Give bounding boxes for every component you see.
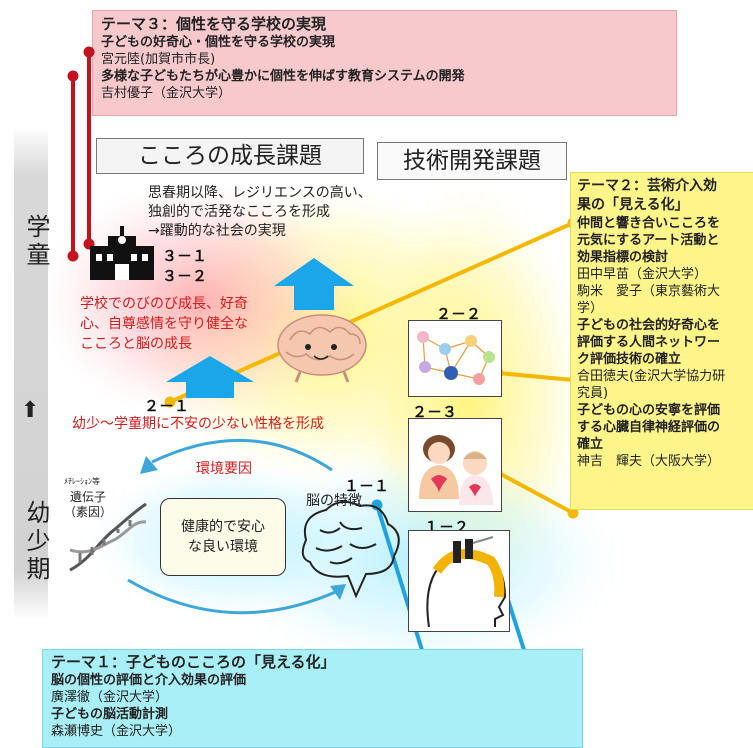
environment-label: 環境要因 [196,461,252,477]
gene-label: 遺伝子 [70,490,107,504]
sidebar-label-school-age: 学童 [22,214,50,270]
theme1-title: テーマ１：子どものこころの「見える化」 [51,653,336,671]
methylation-label: ﾒﾁﾚｰｼｮﾝ等 [64,477,100,486]
label-2-3: ２－３ [412,403,458,421]
theme3-item2-heading: 多様な子どもたちが心豊かに個性を伸ばす教育システムの開発 [101,69,465,84]
theme2-item2-heading-2: 評価する人間ネットワー [577,335,721,350]
goal-line-3: →躍動的な社会の実現 [148,223,286,239]
up-arrow-icon: ⬆ [21,398,40,423]
school-growth-text: 学校でのびのび成長、好奇 心、自尊感情を守り健全な こころと脳の成長 [80,294,248,354]
school-line-3: こころと脳の成長 [80,336,192,352]
theme2-item2-heading-1: 子どもの社会的好奇心を [577,318,721,333]
theme2-item2-person-2: 究員) [577,386,609,401]
theme3-item1-person: 宮元陸(加賀市市長) [101,52,216,67]
theme2-item3-person-1: 神吉 輝夫（大阪大学） [577,454,721,469]
brain-features-label: 脳の特徴 [306,493,362,509]
theme2-item1-person-1: 田中早苗（金沢大学） [577,267,708,282]
theme1-item1-heading: 脳の個性の評価と介入効果の評価 [51,673,247,688]
school-line-2: 心、自尊感情を守り健全な [80,316,248,332]
theme3-box: テーマ３：個性を守る学校の実現 子どもの好奇心・個性を守る学校の実現 宮元陸(加… [92,10,677,116]
theme2-item2-person-1: 合田徳夫(金沢大学協力研 [577,369,726,384]
theme2-item1-person-2: 駒米 愛子（東京藝術大 [577,284,721,299]
infancy-personality-text: 幼少～学童期に不安の少ない性格を形成 [72,416,324,432]
gene-factor-label: （素因） [64,505,113,519]
sidebar-label-infancy: 幼少期 [22,500,50,584]
environment-line-1: 健康的で安心 [181,519,265,535]
mother-child-card [408,418,502,512]
theme1-item2-person: 森瀬博史（金沢大学） [51,724,182,739]
theme2-item1-heading-3: 効果指標の検討 [577,250,669,265]
theme2-item3-heading-2: する心臓自律神経評価の [577,420,721,435]
theme1-item2-heading: 子どもの脳活動計測 [51,707,169,722]
label-2-1: ２－１ [144,397,190,415]
theme2-item1-heading-2: 元気にするアート活動と [577,233,720,248]
goal-text: 思春期以降、レジリエンスの高い、 独創的で活発なこころを形成 →躍動的な社会の実… [148,184,372,241]
theme2-title-line1: テーマ２：芸術介入効 [577,178,717,194]
theme2-box: テーマ２：芸術介入効 果の「見える化」 仲間と響き合いこころを 元気にするアート… [570,172,753,510]
head-sensor-card [408,530,510,632]
label-1-1: １－１ [344,477,390,495]
theme2-item1-heading-1: 仲間と響き合いこころを [577,216,721,231]
theme2-title-line2: 果の「見える化」 [577,197,689,213]
theme3-item2-person: 吉村優子（金沢大学） [101,86,232,101]
environment-box: 健康的で安心 な良い環境 [160,498,286,576]
theme1-box: テーマ１：子どものこころの「見える化」 脳の個性の評価と介入効果の評価 廣澤徹（… [42,649,583,748]
theme2-item2-heading-3: ク評価技術の確立 [577,352,682,367]
theme3-title: テーマ３：個性を守る学校の実現 [101,15,327,33]
school-line-1: 学校でのびのび成長、好奇 [80,296,248,312]
environment-line-2: な良い環境 [188,539,258,555]
label-3-1: ３－１ [162,247,208,265]
head-eeg-device-icon [426,536,507,628]
label-2-2: ２－２ [436,305,482,323]
age-sidebar [14,126,48,620]
label-3-2: ３－２ [162,267,208,285]
people-network-icon [417,331,495,385]
tech-dev-header: 技術開発課題 [377,142,567,180]
network-card [408,320,502,397]
goal-line-1: 思春期以降、レジリエンスの高い、 [148,185,372,201]
theme2-item3-heading-3: 確立 [577,437,604,452]
heart-growth-header: こころの成長課題 [96,138,364,174]
theme2-item3-heading-1: 子どもの心の安寧を評価 [577,403,721,418]
theme2-item1-person-3: 学） [577,301,604,316]
theme1-item1-person: 廣澤徹（金沢大学） [51,690,169,705]
theme3-item1-heading: 子どもの好奇心・個性を守る学校の実現 [101,35,336,50]
mother-baby-heart-icon [419,435,493,505]
goal-line-2: 独創的で活発なこころを形成 [148,204,330,220]
